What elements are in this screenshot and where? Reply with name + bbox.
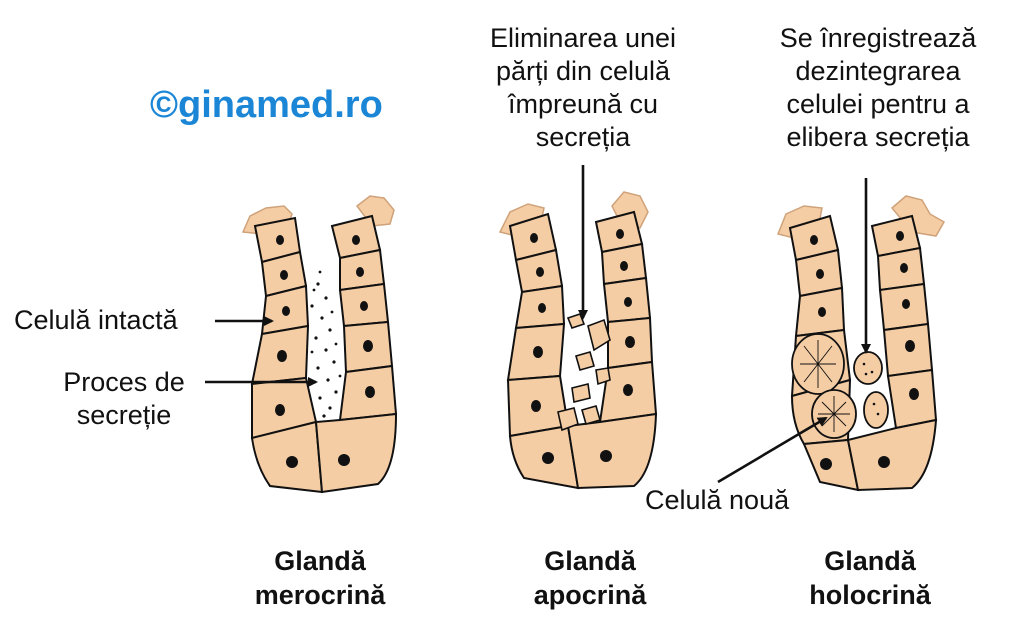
secretion-process-line: secreție	[76, 400, 172, 430]
intact-cell-label: Celulă intactă	[14, 305, 178, 335]
arrow-new-cell	[717, 416, 828, 484]
merocrine-gland	[241, 195, 398, 494]
gland-title-line: Glandă	[824, 546, 916, 576]
holocrine-caption-line: Se înregistrează	[779, 23, 977, 53]
gland-title-line: Glandă	[544, 546, 636, 576]
holocrine-caption: Se înregistrează dezintegrarea celulei p…	[750, 22, 1006, 154]
apocrine-gland	[498, 191, 658, 490]
holocrine-caption-line: dezintegrarea	[795, 56, 961, 86]
secretion-process-line: Proces de	[63, 367, 185, 397]
holocrine-caption-line: elibera secreția	[786, 122, 970, 152]
gland-title-line: apocrină	[533, 580, 647, 610]
gland-title-apocrine: Glandă apocrină	[490, 544, 690, 612]
gland-title-line: Glandă	[274, 546, 366, 576]
apocrine-caption-line: părți din celulă	[495, 56, 671, 86]
gland-title-holocrine: Glandă holocrină	[770, 544, 970, 612]
holocrine-gland	[776, 195, 946, 492]
gland-title-line: holocrină	[809, 580, 931, 610]
apocrine-caption-line: Eliminarea unei	[489, 23, 677, 53]
apocrine-caption-line: secreția	[535, 122, 631, 152]
apocrine-caption: Eliminarea unei părți din celulă împreun…	[460, 22, 706, 154]
annotation-arrows	[205, 165, 871, 484]
new-cell-label: Celulă nouă	[645, 485, 790, 515]
apocrine-caption-line: împreună cu	[507, 89, 659, 119]
gland-title-merocrine: Glandă merocrină	[220, 544, 420, 612]
gland-title-line: merocrină	[254, 580, 386, 610]
holocrine-caption-line: celulei pentru a	[786, 89, 970, 119]
logo-text: ©ginamed.ro	[150, 84, 383, 126]
secretion-process-label: Proces de secreție	[40, 366, 208, 432]
